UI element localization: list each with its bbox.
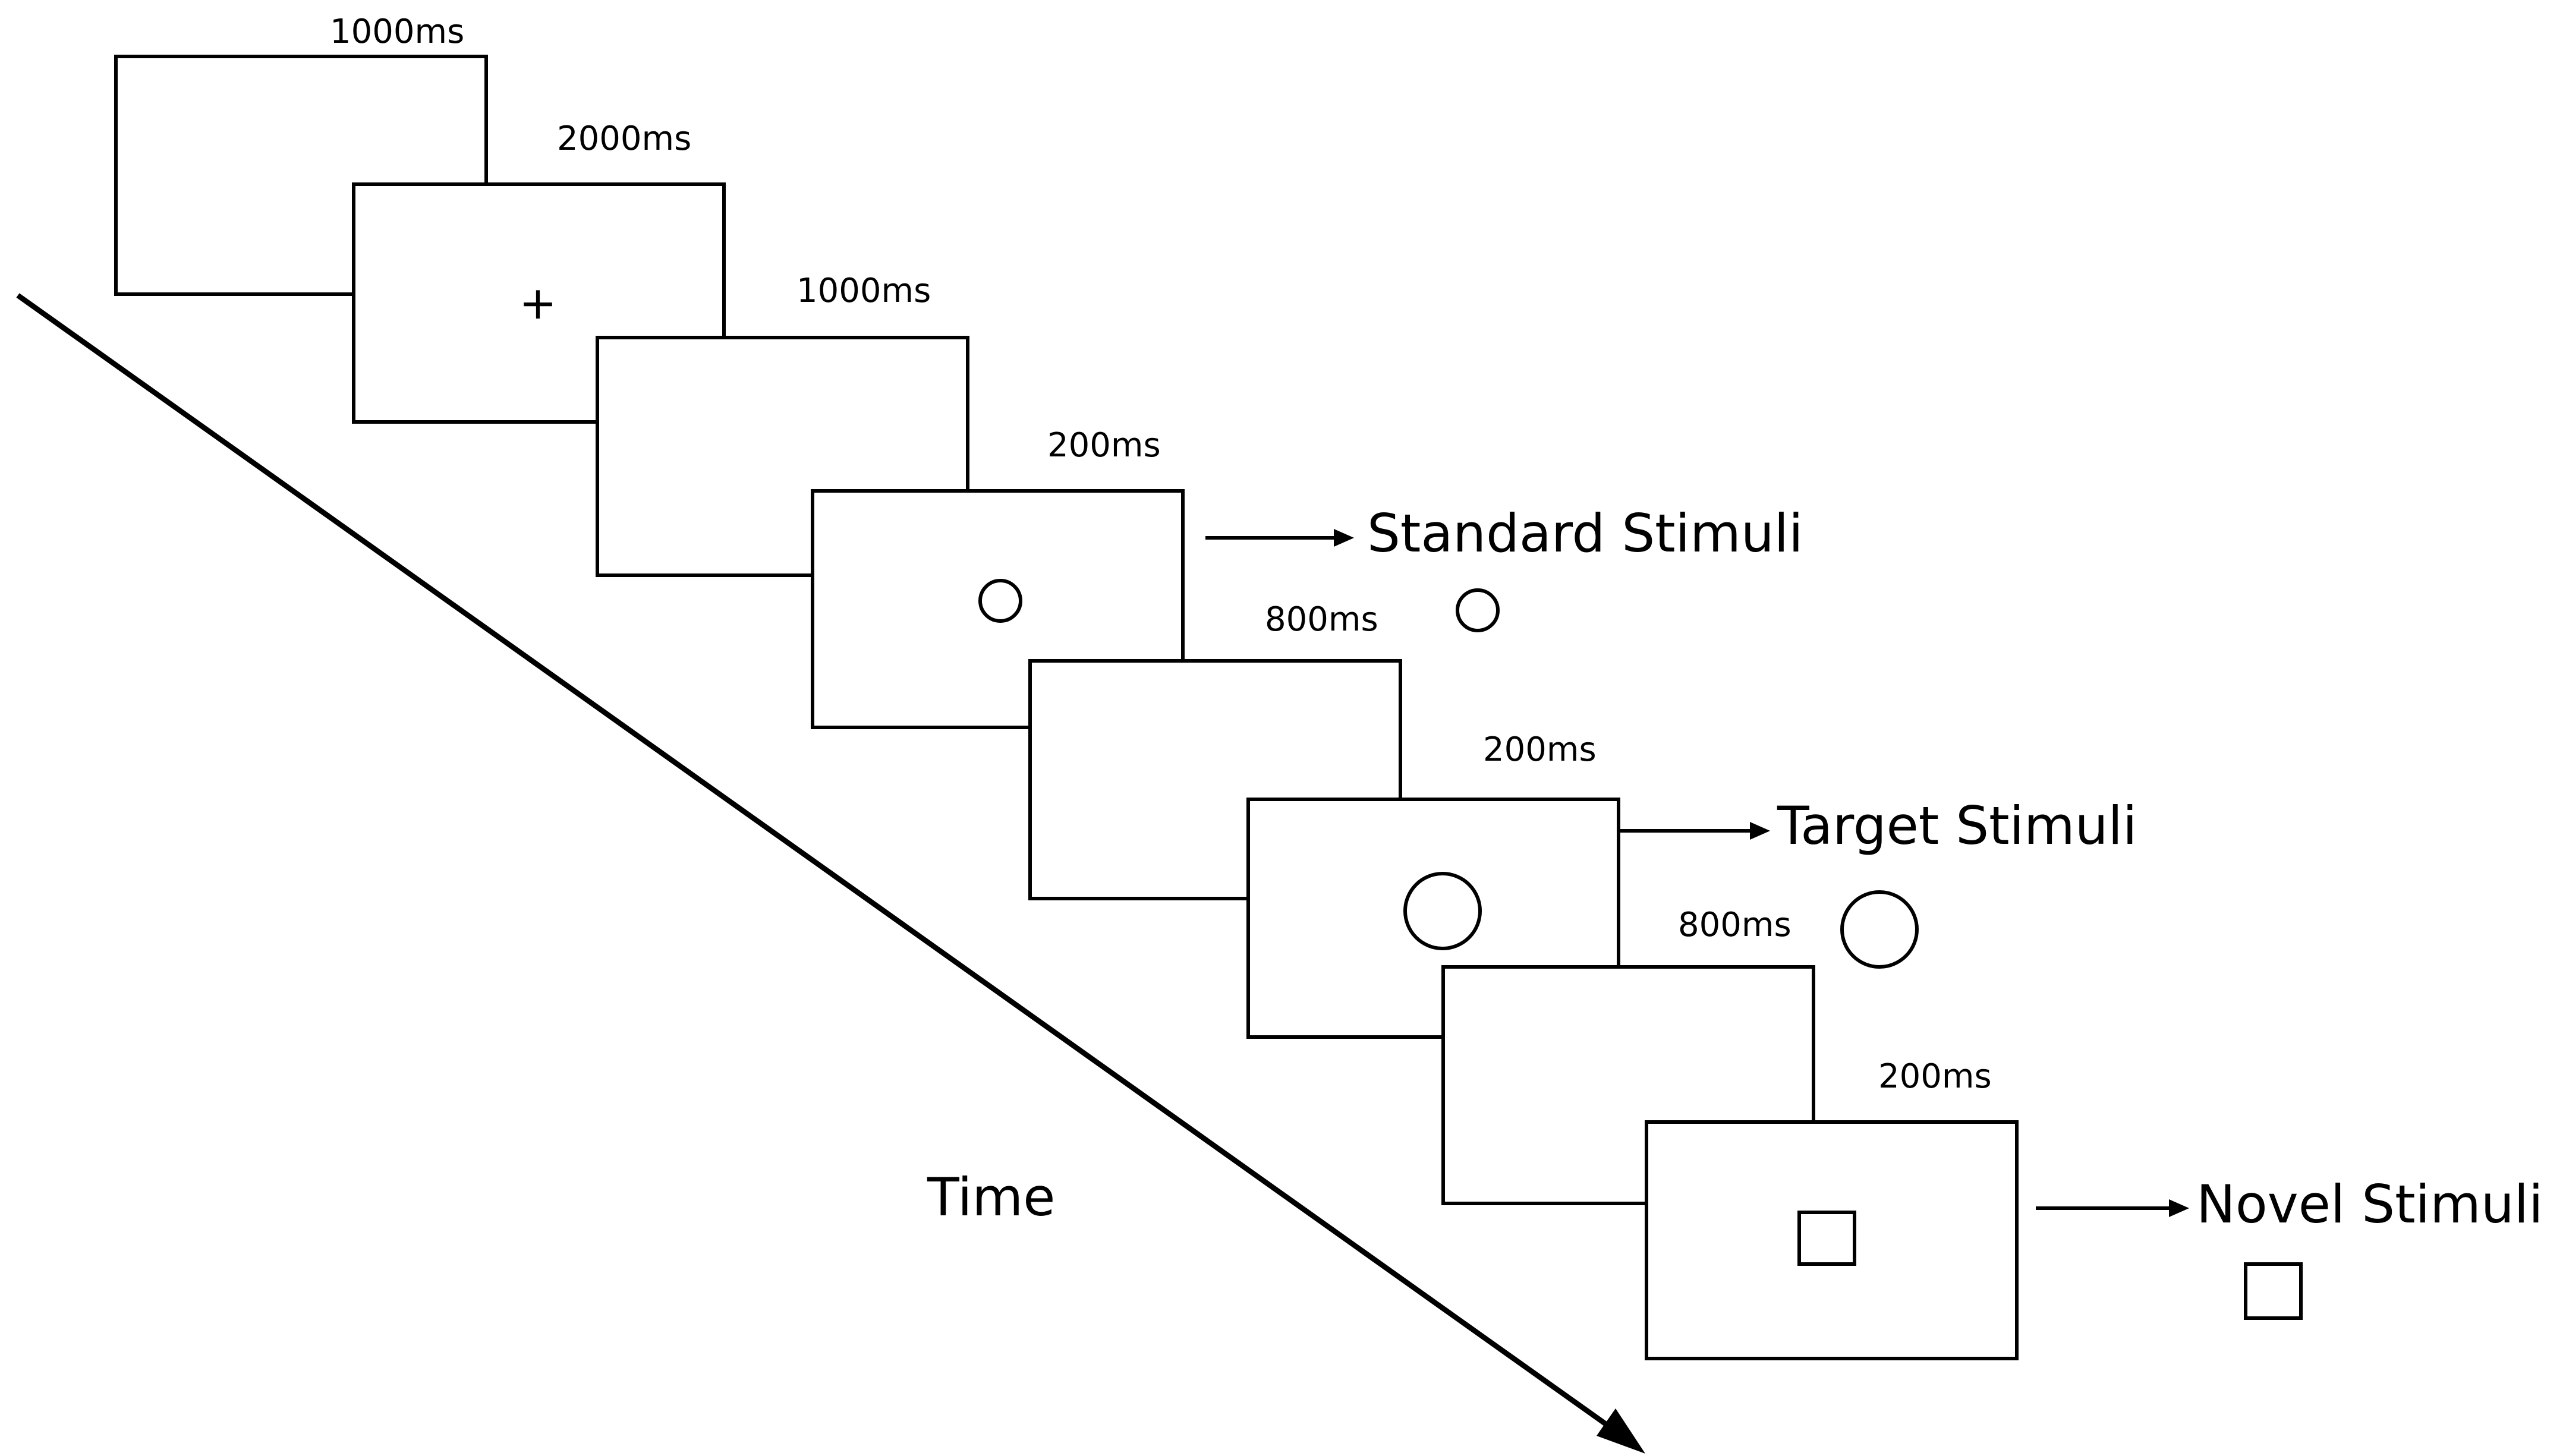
timing-frame-2: 2000ms	[557, 119, 691, 158]
timing-frame-7: 800ms	[1678, 906, 1792, 944]
timing-frame-3: 1000ms	[796, 272, 931, 310]
novel-square-in-frame	[1797, 1211, 1856, 1266]
timing-frame-1: 1000ms	[330, 12, 464, 51]
time-axis-arrowhead	[1597, 1408, 1645, 1454]
target-stimulus-example	[1840, 890, 1919, 969]
target-arrow-head	[1750, 822, 1770, 840]
target-stimuli-label: Target Stimuli	[1777, 795, 2137, 856]
timing-frame-8: 200ms	[1878, 1057, 1992, 1096]
time-axis: Time	[16, 293, 1645, 1454]
novel-stimulus-example	[2244, 1262, 2303, 1320]
novel-callout: Novel Stimuli	[2036, 1174, 2543, 1320]
standard-arrow-head	[1334, 529, 1354, 547]
timing-frame-4: 200ms	[1047, 426, 1161, 465]
novel-stimuli-label: Novel Stimuli	[2196, 1174, 2543, 1235]
timing-frame-5: 800ms	[1265, 600, 1378, 639]
target-callout: Target Stimuli	[1618, 795, 2137, 969]
timing-labels: 1000ms 2000ms 1000ms 200ms 800ms 200ms 8…	[330, 12, 1992, 1096]
standard-stimulus-example	[1456, 588, 1500, 632]
standard-stimuli-label: Standard Stimuli	[1367, 503, 1803, 564]
novel-arrow-head	[2169, 1199, 2189, 1217]
timing-frame-6: 200ms	[1483, 730, 1597, 769]
standard-callout: Standard Stimuli	[1205, 503, 1803, 632]
time-axis-line	[16, 293, 1627, 1441]
trial-frames	[114, 55, 2019, 1360]
fixation-cross: +	[519, 276, 557, 329]
target-circle-in-frame	[1403, 872, 1482, 950]
time-axis-label: Time	[927, 1167, 1055, 1228]
frame-8-novel	[1645, 1120, 2019, 1360]
standard-circle-in-frame	[978, 579, 1022, 623]
